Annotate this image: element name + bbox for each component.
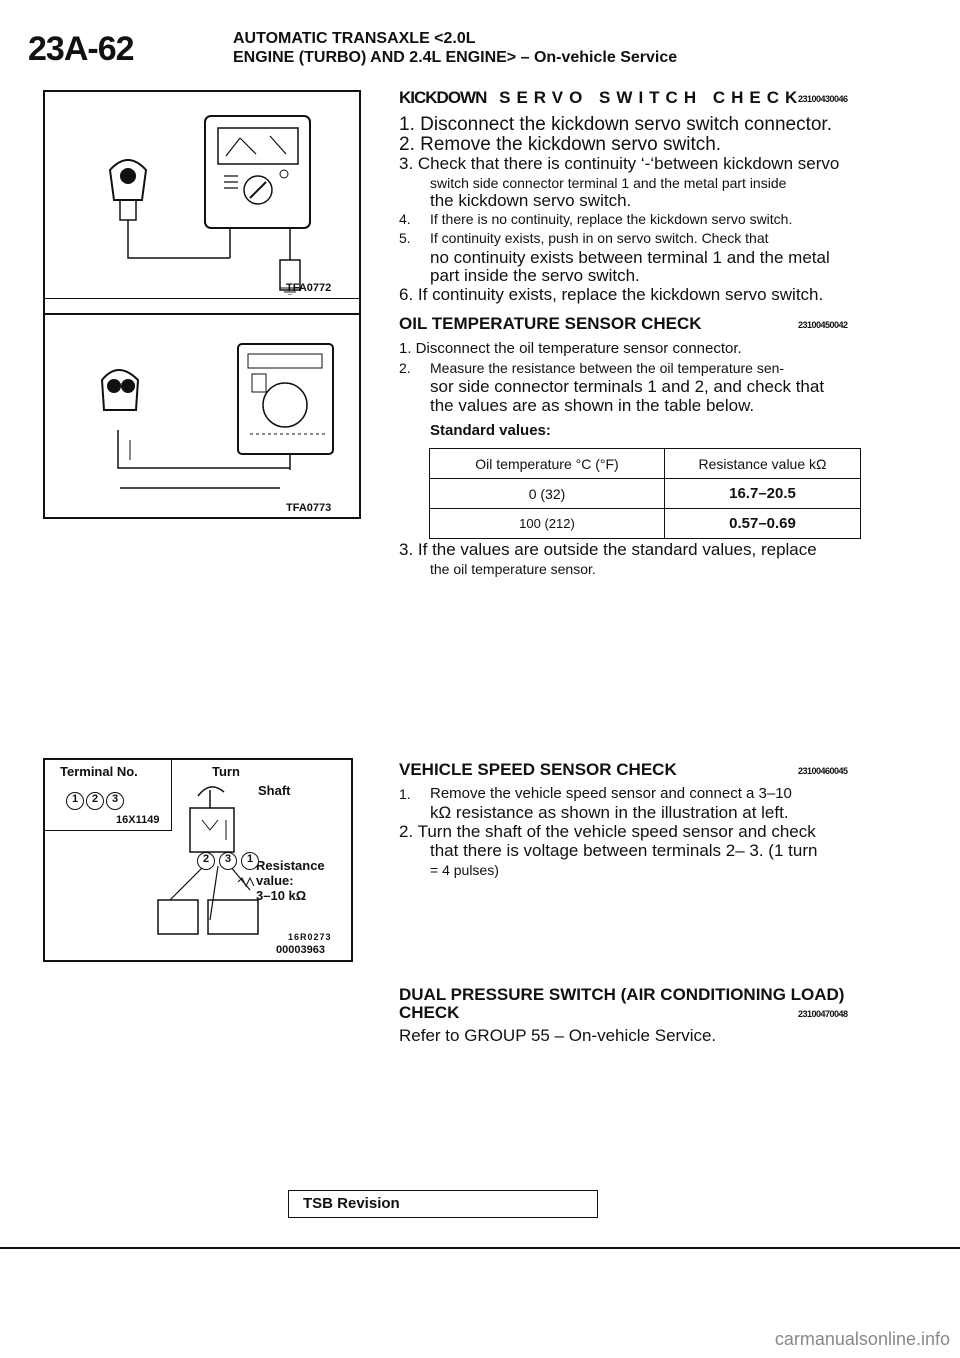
figure-divider-2 bbox=[43, 298, 359, 299]
figure-2-code: TFA0773 bbox=[286, 502, 332, 514]
kickdown-code: 23100430046 bbox=[798, 94, 848, 104]
table-header-cell: Resistance value kΩ bbox=[664, 448, 861, 479]
vss-title: VEHICLE SPEED SENSOR CHECK bbox=[399, 760, 677, 779]
figure-3-code-1: 16R0273 bbox=[288, 932, 332, 942]
vss-step-2a: 2. Turn the shaft of the vehicle speed s… bbox=[399, 822, 816, 841]
oil-code: 23100450042 bbox=[798, 320, 848, 330]
table-cell: 0.57–0.69 bbox=[664, 508, 861, 539]
header-line-2: ENGINE (TURBO) AND 2.4L ENGINE> – On-veh… bbox=[233, 49, 678, 66]
footer-rule bbox=[0, 1247, 960, 1249]
oil-step-2b: sor side connector terminals 1 and 2, an… bbox=[430, 377, 825, 396]
shaft-label: Shaft bbox=[258, 783, 291, 798]
figure-3-inner-box bbox=[43, 758, 172, 831]
page-number: 23A-62 bbox=[28, 30, 135, 68]
kickdown-step-6: 6. If continuity exists, replace the kic… bbox=[399, 285, 824, 304]
table-cell: 16.7–20.5 bbox=[664, 478, 861, 509]
resistance-label-1: Resistance bbox=[256, 858, 325, 873]
oil-step-1: 1. Disconnect the oil temperature sensor… bbox=[399, 340, 742, 357]
vss-step-2c: = 4 pulses) bbox=[430, 862, 499, 878]
dual-title-1: DUAL PRESSURE SWITCH (AIR CONDITIONING L… bbox=[399, 985, 845, 1004]
circle-3: 3 bbox=[219, 852, 237, 870]
table-cell: 0 (32) bbox=[429, 478, 665, 509]
kickdown-step-5a: If continuity exists, push in on servo s… bbox=[430, 230, 769, 246]
kickdown-title-word: KICKDOWN bbox=[399, 88, 487, 107]
kickdown-step-4: If there is no continuity, replace the k… bbox=[430, 211, 793, 227]
kickdown-step-5-num: 5. bbox=[399, 230, 411, 246]
kickdown-step-5c: part inside the servo switch. bbox=[430, 266, 640, 285]
vss-terminal-circles: 2 3 1 bbox=[197, 852, 259, 870]
ohmmeter-kickdown-figure bbox=[108, 115, 311, 295]
kickdown-step-3b: switch side connector terminal 1 and the… bbox=[430, 175, 787, 191]
circle-2: 2 bbox=[197, 852, 215, 870]
figure-3-code-2: 00003963 bbox=[276, 944, 325, 956]
table-header-cell: Oil temperature °C (°F) bbox=[429, 448, 665, 479]
connector-pins: 1 2 3 bbox=[66, 792, 124, 810]
oil-step-3b: the oil temperature sensor. bbox=[430, 561, 596, 577]
dual-ref: Refer to GROUP 55 – On-vehicle Service. bbox=[399, 1026, 717, 1045]
kickdown-step-3c: the kickdown servo switch. bbox=[430, 191, 632, 210]
vss-code: 23100460045 bbox=[798, 766, 848, 776]
dual-code: 23100470048 bbox=[798, 1009, 848, 1019]
figure-1-code: TFA0772 bbox=[286, 282, 332, 294]
table-row: 100 (212) 0.57–0.69 bbox=[429, 508, 861, 539]
oil-title: OIL TEMPERATURE SENSOR CHECK bbox=[399, 314, 702, 333]
kickdown-step-2: 2. Remove the kickdown servo switch. bbox=[399, 134, 722, 155]
resistance-label-3: 3–10 kΩ bbox=[256, 888, 307, 903]
vss-step-1-num: 1. bbox=[399, 786, 411, 802]
figure-divider bbox=[43, 313, 359, 315]
figure-3-ref: 16X1149 bbox=[116, 814, 160, 826]
tsb-revision-box: TSB Revision bbox=[288, 1190, 598, 1218]
kickdown-title: KICKDOWN SERVO SWITCH CHECK bbox=[399, 88, 803, 108]
oil-step-3a: 3. If the values are outside the standar… bbox=[399, 540, 817, 559]
oil-step-2c: the values are as shown in the table bel… bbox=[430, 396, 755, 415]
pin-1: 1 bbox=[66, 792, 84, 810]
kickdown-step-5b: no continuity exists between terminal 1 … bbox=[430, 248, 830, 267]
table-cell: 100 (212) bbox=[429, 508, 665, 539]
terminal-no-label: Terminal No. bbox=[60, 764, 138, 779]
resistance-label-2: value: bbox=[256, 873, 294, 888]
ohmmeter-oil-temp-figure bbox=[100, 343, 334, 489]
turn-label: Turn bbox=[212, 764, 240, 779]
vss-step-1b: kΩ resistance as shown in the illustrati… bbox=[430, 803, 789, 822]
kickdown-step-1: 1. Disconnect the kickdown servo switch … bbox=[399, 114, 832, 135]
figure-panel-top bbox=[43, 90, 361, 519]
dual-title-2: CHECK bbox=[399, 1003, 460, 1022]
vss-step-2b: that there is voltage between terminals … bbox=[430, 841, 818, 860]
pin-3: 3 bbox=[106, 792, 124, 810]
table-row: 0 (32) 16.7–20.5 bbox=[429, 478, 861, 509]
kickdown-step-4-num: 4. bbox=[399, 211, 411, 227]
watermark: carmanualsonline.info bbox=[774, 1329, 950, 1349]
vss-step-1a: Remove the vehicle speed sensor and conn… bbox=[430, 785, 792, 802]
kickdown-title-rest: SERVO SWITCH CHECK bbox=[499, 88, 804, 107]
oil-step-2-num: 2. bbox=[399, 360, 411, 376]
kickdown-step-3a: 3. Check that there is continuity ‘-‘bet… bbox=[399, 154, 840, 173]
vss-circuit-diagram bbox=[157, 786, 259, 935]
oil-step-2a: Measure the resistance between the oil t… bbox=[430, 360, 785, 376]
circle-1: 1 bbox=[241, 852, 259, 870]
table-header-row: Oil temperature °C (°F) Resistance value… bbox=[429, 448, 861, 479]
tsb-revision-label: TSB Revision bbox=[303, 1195, 400, 1212]
standard-values-label: Standard values: bbox=[430, 422, 551, 439]
standard-values-table: Oil temperature °C (°F) Resistance value… bbox=[429, 448, 861, 539]
header-line-1: AUTOMATIC TRANSAXLE <2.0L bbox=[233, 30, 476, 47]
pin-2: 2 bbox=[86, 792, 104, 810]
